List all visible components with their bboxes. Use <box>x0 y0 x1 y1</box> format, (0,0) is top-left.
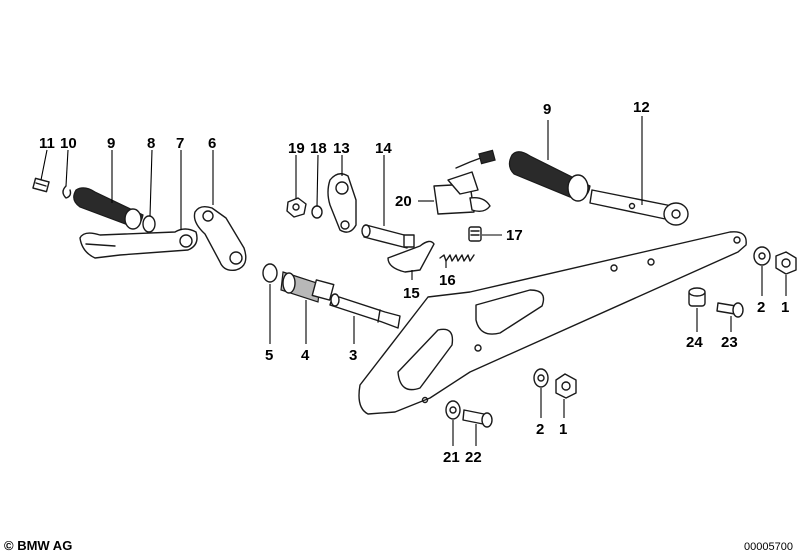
callout-2-lower: 2 <box>536 421 544 438</box>
screw-17 <box>468 226 482 242</box>
callout-22: 22 <box>465 449 482 466</box>
washer-8 <box>142 215 156 233</box>
washer-2-right <box>753 246 771 266</box>
copyright-notice: © BMW AG <box>4 538 73 553</box>
bolt-22 <box>462 409 493 428</box>
footrest-lever-7 <box>79 228 198 259</box>
nut-19 <box>286 197 307 218</box>
callout-9-right: 9 <box>543 101 551 118</box>
left-footrest-group <box>32 177 247 272</box>
callout-23: 23 <box>721 334 738 351</box>
callout-14: 14 <box>375 140 392 157</box>
callout-5: 5 <box>265 347 273 364</box>
screw-11 <box>32 177 50 193</box>
shaft-group <box>262 263 401 329</box>
callout-8: 8 <box>147 135 155 152</box>
splined-bush-4 <box>280 271 335 303</box>
callout-labels: 11 10 9 8 7 6 19 18 13 14 20 17 16 15 9 … <box>39 99 789 466</box>
diagram-number: 00005700 <box>744 541 793 553</box>
leader-lines <box>40 116 787 446</box>
footrest-bracket-plate <box>358 231 747 415</box>
bolt-23 <box>716 302 744 318</box>
right-footrest-group <box>508 151 689 226</box>
circlip-10 <box>62 185 72 199</box>
nut-1-lower <box>555 373 577 399</box>
bracket-15 <box>387 240 435 273</box>
washer-2-lower <box>533 368 549 388</box>
washer-21 <box>445 400 461 420</box>
spring-16 <box>439 254 475 262</box>
switch-20 <box>433 149 496 215</box>
pin-14 <box>361 224 415 249</box>
callout-17: 17 <box>506 227 523 244</box>
callout-10: 10 <box>60 135 77 152</box>
fasteners-lower <box>445 368 577 428</box>
callout-19: 19 <box>288 140 305 157</box>
washer-18 <box>311 205 323 219</box>
callout-15: 15 <box>403 285 420 302</box>
callout-18: 18 <box>310 140 327 157</box>
callout-4: 4 <box>301 347 310 364</box>
footrest-rubber-9-right <box>508 151 591 202</box>
nut-1-right <box>775 251 797 275</box>
callout-12: 12 <box>633 99 650 116</box>
callout-9-left: 9 <box>107 135 115 152</box>
bush-24 <box>688 287 706 307</box>
washer-5 <box>262 263 278 283</box>
callout-1-right: 1 <box>781 299 789 316</box>
callout-6: 6 <box>208 135 216 152</box>
callout-20: 20 <box>395 193 412 210</box>
callout-24: 24 <box>686 334 703 351</box>
callout-11: 11 <box>39 135 55 152</box>
footrest-arm-6 <box>193 205 247 272</box>
shift-mechanism-group <box>286 149 496 273</box>
callout-1-lower: 1 <box>559 421 567 438</box>
lever-13 <box>327 173 357 233</box>
footrest-pin-12 <box>589 189 689 226</box>
callout-21: 21 <box>443 449 460 466</box>
shaft-3 <box>329 293 401 329</box>
callout-3: 3 <box>349 347 357 364</box>
callout-16: 16 <box>439 272 456 289</box>
callout-2-right: 2 <box>757 299 765 316</box>
footrest-rubber-9-left <box>73 187 144 230</box>
callout-7: 7 <box>176 135 184 152</box>
fasteners-right <box>688 246 797 318</box>
callout-13: 13 <box>333 140 350 157</box>
